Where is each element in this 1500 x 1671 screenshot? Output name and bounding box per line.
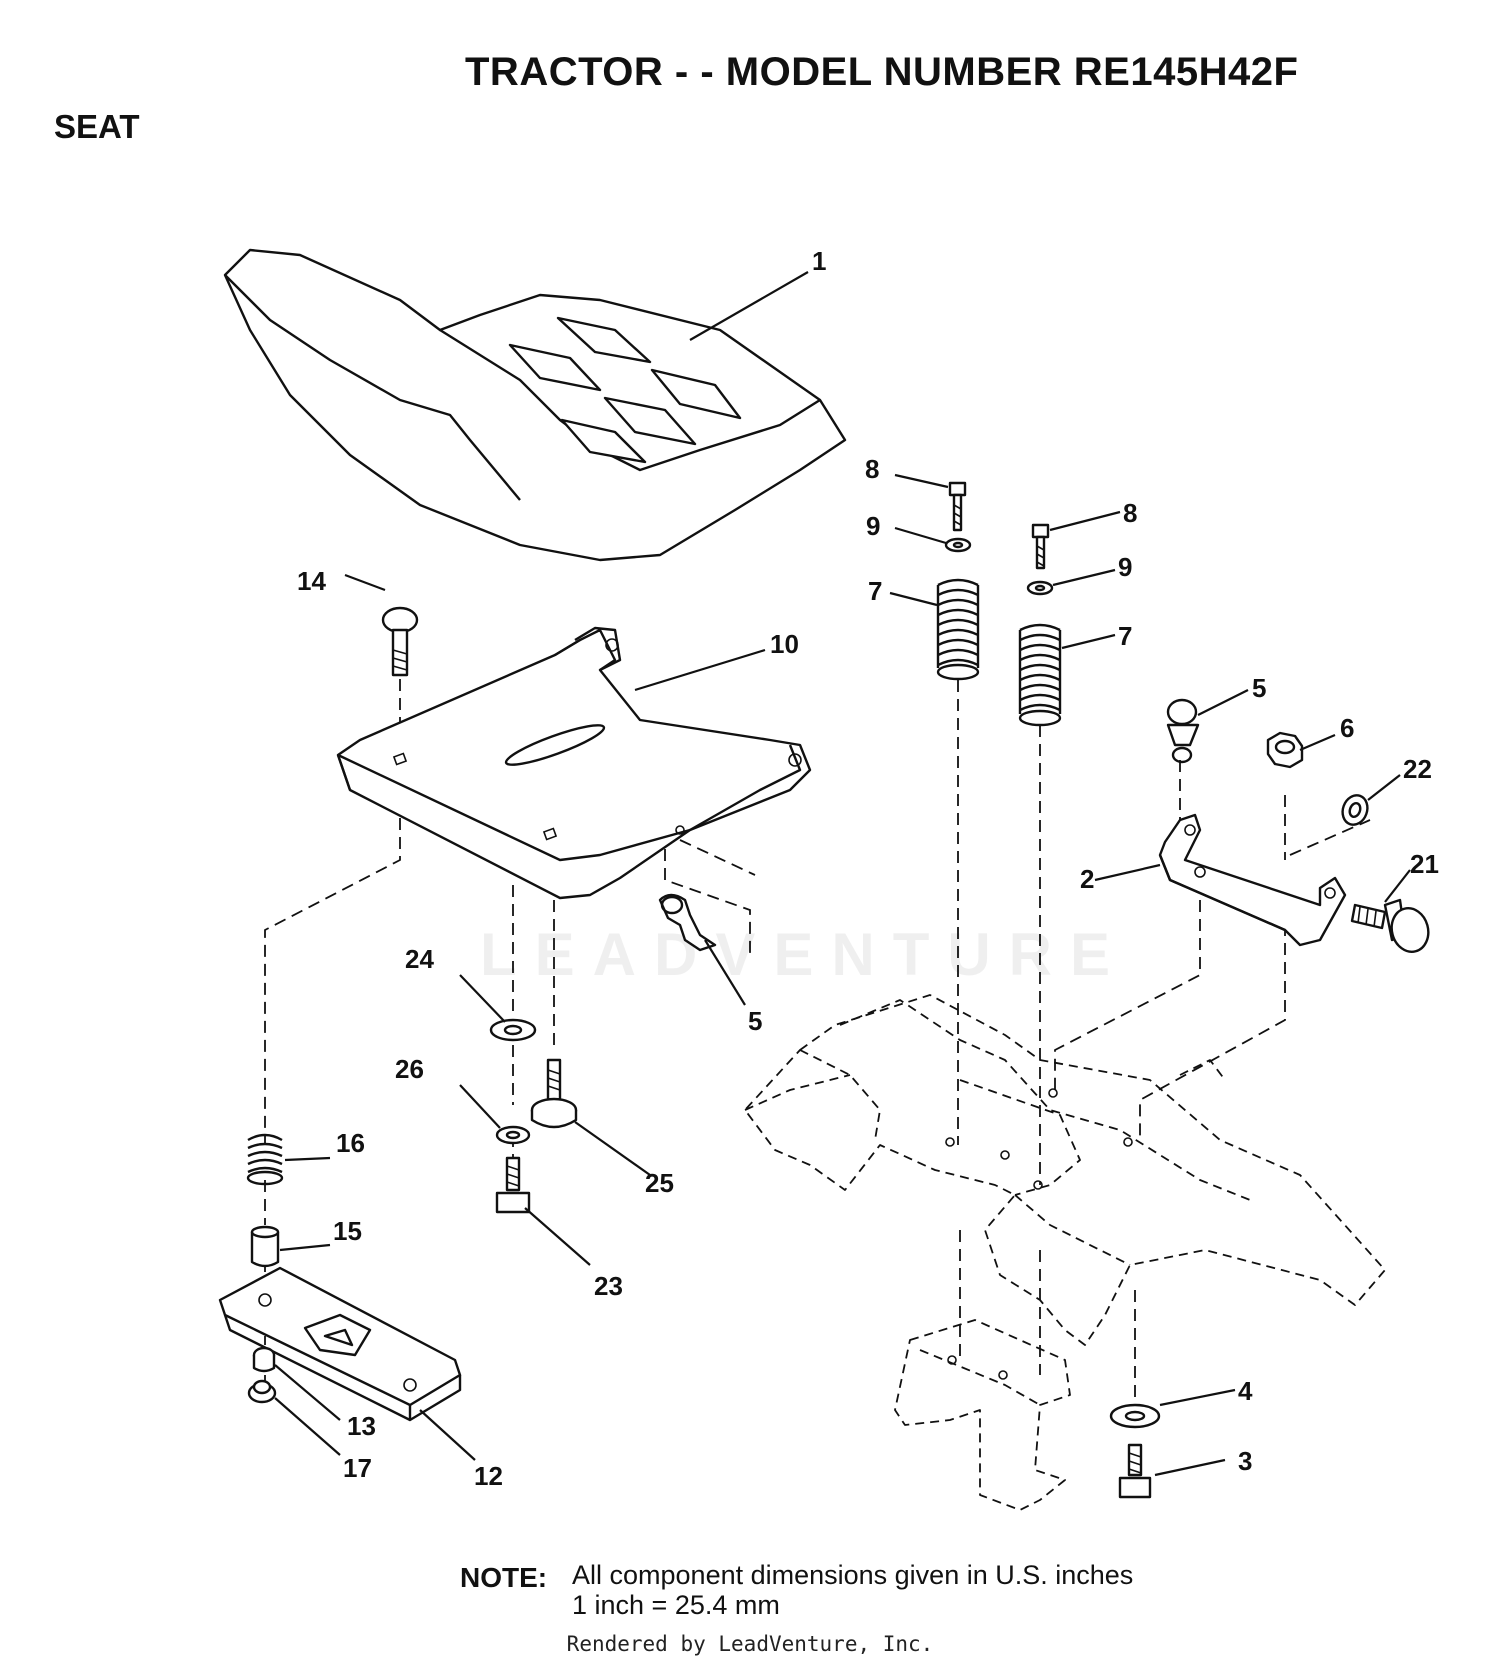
page-title: TRACTOR - - MODEL NUMBER RE145H42F	[465, 50, 1299, 94]
callout-14: 14	[297, 566, 326, 596]
note-dimensions-text: All component dimensions given in U.S. i…	[572, 1560, 1134, 1590]
callout-13: 13	[347, 1411, 376, 1441]
small-spring-part[interactable]	[246, 1133, 284, 1186]
callout-8-left: 8	[865, 454, 879, 484]
leader-lines	[274, 271, 1411, 1477]
watermark-logo: LEADVENTURE	[480, 921, 1129, 988]
carriage-bolt-part[interactable]	[381, 606, 419, 677]
callout-4: 4	[1238, 1376, 1253, 1406]
shoulder-bolt-part-25[interactable]	[530, 1058, 578, 1129]
callout-21: 21	[1410, 849, 1439, 879]
callout-25: 25	[645, 1168, 674, 1198]
lock-washer-part-26[interactable]	[495, 1125, 531, 1145]
tractor-fender-outline	[744, 994, 1386, 1511]
callout-12: 12	[474, 1461, 503, 1491]
callout-9-right: 9	[1118, 552, 1132, 582]
washer-part-22[interactable]	[1339, 792, 1372, 828]
spring-part-7-right[interactable]	[1018, 623, 1062, 727]
adjustment-plate-part[interactable]	[218, 1266, 462, 1422]
exploded-view-diagram: 1 2 3 4 5 5 6 7 7 8 8 9 9 10 12 13 14 15…	[218, 246, 1439, 1511]
callout-16: 16	[336, 1128, 365, 1158]
callout-7-right: 7	[1118, 621, 1132, 651]
flange-nut-part-17[interactable]	[247, 1379, 277, 1404]
pivot-bracket-part[interactable]	[1158, 813, 1347, 947]
callout-22: 22	[1403, 754, 1432, 784]
seat-clip-part-upper[interactable]	[1166, 698, 1200, 764]
seat-part[interactable]	[223, 248, 847, 562]
hex-nut-part-6[interactable]	[1266, 731, 1304, 769]
hex-bolt-part-3[interactable]	[1118, 1443, 1152, 1499]
spacer-part[interactable]	[250, 1225, 280, 1268]
callout-15: 15	[333, 1216, 362, 1246]
callout-3: 3	[1238, 1446, 1252, 1476]
seat-pan-part[interactable]	[336, 626, 812, 900]
washer-part-4[interactable]	[1109, 1403, 1161, 1429]
callout-5-upper: 5	[1252, 673, 1266, 703]
bolt-part-8-left[interactable]	[948, 481, 967, 532]
callout-7-left: 7	[868, 576, 882, 606]
callout-26: 26	[395, 1054, 424, 1084]
callout-1: 1	[812, 246, 826, 276]
shoulder-screw-part-21[interactable]	[1350, 898, 1433, 956]
callout-24: 24	[405, 944, 434, 974]
nut-part-13[interactable]	[252, 1346, 276, 1373]
washer-part-24[interactable]	[489, 1018, 537, 1042]
spring-part-7-left[interactable]	[936, 578, 980, 681]
seat-clip-part-lower[interactable]	[658, 893, 717, 952]
callout-5-lower: 5	[748, 1006, 762, 1036]
callout-2: 2	[1080, 864, 1094, 894]
callout-23: 23	[594, 1271, 623, 1301]
callout-labels: 1 2 3 4 5 5 6 7 7 8 8 9 9 10 12 13 14 15…	[297, 246, 1439, 1491]
render-credit: Rendered by LeadVenture, Inc.	[566, 1632, 934, 1656]
callout-9-left: 9	[866, 511, 880, 541]
bolt-part-8-right[interactable]	[1031, 523, 1050, 570]
washer-part-9-left[interactable]	[944, 537, 972, 553]
note-label: NOTE:	[460, 1562, 548, 1593]
section-title: SEAT	[54, 108, 140, 145]
callout-10: 10	[770, 629, 799, 659]
callout-8-right: 8	[1123, 498, 1137, 528]
note-conversion-text: 1 inch = 25.4 mm	[572, 1590, 780, 1620]
callout-6: 6	[1340, 713, 1354, 743]
washer-part-9-right[interactable]	[1026, 580, 1054, 596]
hex-bolt-part-23[interactable]	[495, 1156, 531, 1214]
callout-17: 17	[343, 1453, 372, 1483]
